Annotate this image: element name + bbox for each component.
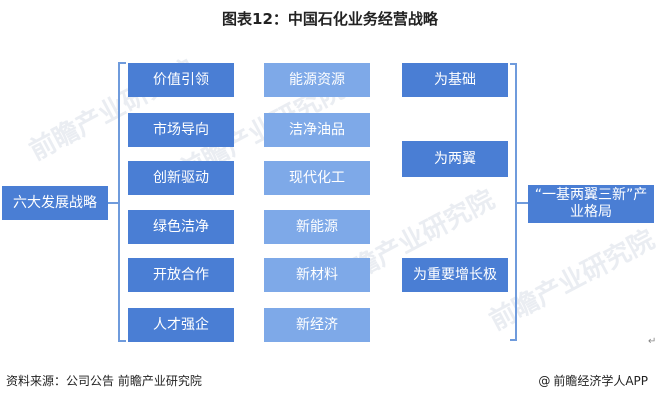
industry-box: 新经济 <box>264 308 370 342</box>
strategy-box: 创新驱动 <box>128 161 234 195</box>
role-box-foundation: 为基础 <box>402 63 508 97</box>
industry-box: 现代化工 <box>264 161 370 195</box>
right-bracket <box>510 63 528 341</box>
source-note: 资料来源：公司公告 前瞻产业研究院 <box>6 374 202 388</box>
strategy-box: 绿色洁净 <box>128 210 234 244</box>
industry-box: 能源资源 <box>264 63 370 97</box>
strategy-box: 人才强企 <box>128 308 234 342</box>
industry-pattern-box: “一基两翼三新”产业格局 <box>528 185 654 223</box>
strategy-box: 开放合作 <box>128 258 234 292</box>
six-strategies-box: 六大发展战略 <box>2 186 108 220</box>
industry-box: 新材料 <box>264 258 370 292</box>
role-box-wings: 为两翼 <box>402 141 508 177</box>
industry-box: 新能源 <box>264 210 370 244</box>
brand-credit: @ 前瞻经济学人APP <box>538 372 648 389</box>
at-icon: @ <box>538 373 551 388</box>
left-bracket <box>108 62 126 342</box>
strategy-box: 价值引领 <box>128 63 234 97</box>
brand-name: 前瞻经济学人APP <box>553 374 648 388</box>
role-box-growth: 为重要增长极 <box>402 258 508 292</box>
return-mark-icon: ↵ <box>648 336 657 347</box>
industry-box: 洁净油品 <box>264 113 370 147</box>
diagram-title: 图表12：中国石化业务经营战略 <box>222 10 438 28</box>
strategy-box: 市场导向 <box>128 113 234 147</box>
